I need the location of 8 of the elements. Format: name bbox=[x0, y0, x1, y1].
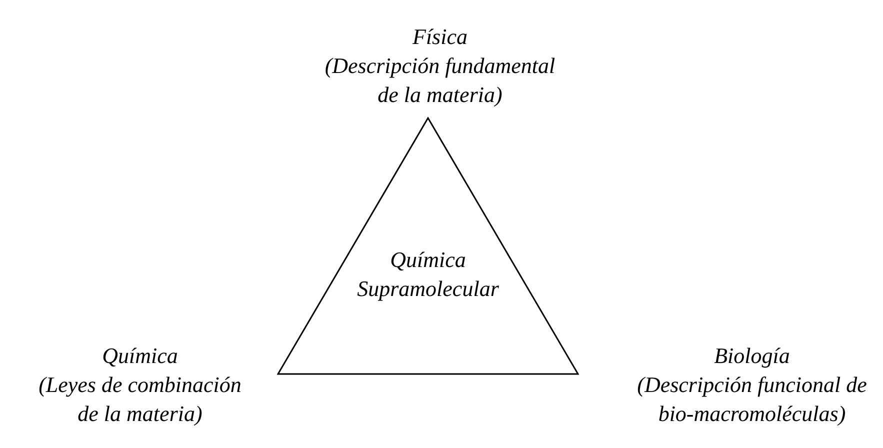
field-description: (Descripción fundamental de la materia) bbox=[324, 52, 556, 109]
field-name: Biología bbox=[713, 342, 791, 370]
field-description: (Descripción funcional de bio-macromoléculas) bbox=[636, 371, 868, 428]
field-description: (Leyes de combinación de la materia) bbox=[38, 371, 242, 428]
triangle bbox=[277, 117, 579, 375]
node-label: Química Supramolecular bbox=[356, 246, 500, 303]
field-name: Física bbox=[412, 23, 468, 51]
field-name: Química bbox=[101, 342, 179, 370]
